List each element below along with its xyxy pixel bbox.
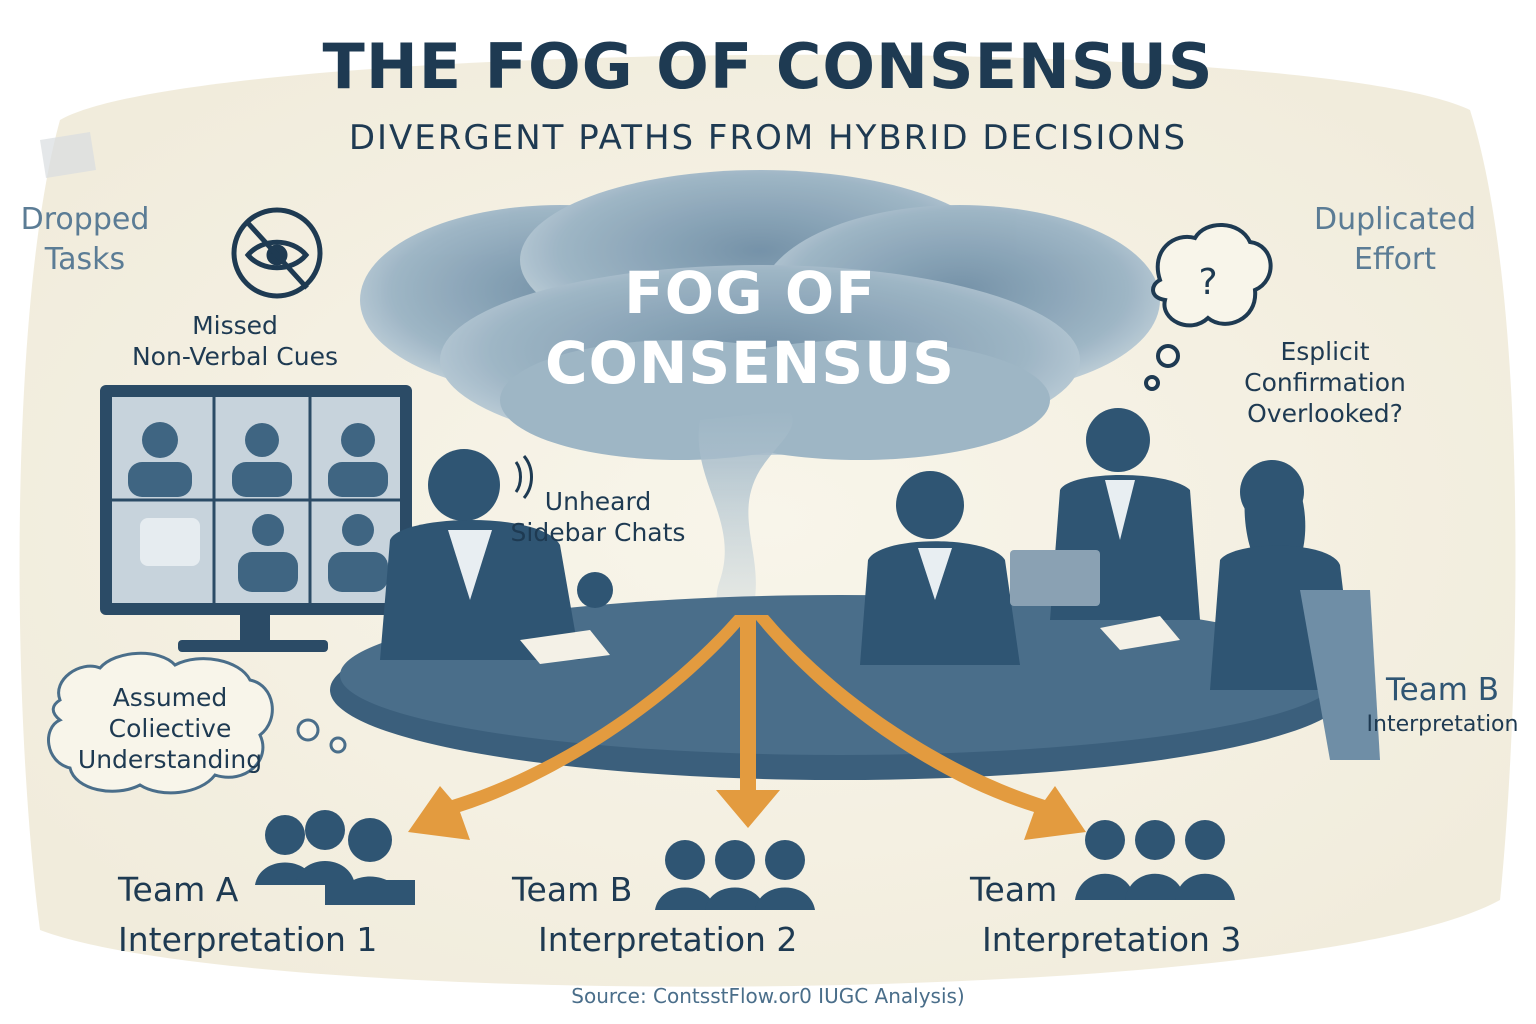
dropped-line1: Dropped xyxy=(20,202,150,237)
team-a-name: Team A xyxy=(118,870,239,909)
team-b-label: Team B Interpretation 2 xyxy=(512,865,832,965)
missed-line2: Non-Verbal Cues xyxy=(131,342,338,371)
missed-cues-label: Missed Non-Verbal Cues xyxy=(105,310,365,372)
fog-label-line1: FOG OF xyxy=(624,259,876,327)
team-a-label: Team A Interpretation 1 xyxy=(118,865,418,965)
sidebar-line1: Unheard xyxy=(544,487,652,516)
sound-wave-icon xyxy=(514,455,533,499)
team-a-interpretation: Interpretation 1 xyxy=(118,920,378,959)
sidebar-chats-label: Unheard Sidebar Chats xyxy=(498,486,698,548)
team-b-interpretation: Interpretation 2 xyxy=(538,920,798,959)
side-team-label: Team B Interpretation xyxy=(1355,670,1530,740)
sidebar-line2: Sidebar Chats xyxy=(510,518,686,547)
people-group-icon xyxy=(255,810,1235,910)
fog-label: FOG OF CONSENSUS xyxy=(470,258,1030,398)
fog-cloud xyxy=(360,170,1160,628)
fog-label-line2: CONSENSUS xyxy=(545,329,955,397)
duplicated-line1: Duplicated xyxy=(1314,202,1476,237)
paper-sheets-decoration xyxy=(40,132,96,178)
divergent-arrows xyxy=(408,615,1086,840)
meeting-participants xyxy=(380,408,1380,760)
assumed-understanding-label: Assumed Coliective Understanding xyxy=(50,682,290,775)
side-team-name: Team B xyxy=(1385,672,1500,708)
assumed-line2: Coliective xyxy=(108,714,232,743)
source-caption: Source: ContsstFlow.or0 IUGC Analysis) xyxy=(571,984,965,1008)
confirmation-label: Esplicit Confirmation Overlooked? xyxy=(1215,336,1435,429)
thought-bubble-icon xyxy=(1144,223,1273,391)
assumed-line1: Assumed xyxy=(112,683,228,712)
side-team-sub: Interpretation xyxy=(1366,712,1519,737)
eye-slash-icon xyxy=(231,207,323,299)
dropped-tasks-label: Dropped Tasks xyxy=(0,200,170,280)
page-subtitle: DIVERGENT PATHS FROM HYBRID DECISIONS xyxy=(348,118,1188,158)
page-title: THE FOG OF CONSENSUS xyxy=(322,30,1214,103)
assumed-line3: Understanding xyxy=(77,745,263,774)
team-c-name: Team xyxy=(970,870,1058,909)
team-c-interpretation: Interpretation 3 xyxy=(982,920,1242,959)
dropped-line2: Tasks xyxy=(44,242,126,277)
video-call-monitor xyxy=(100,385,412,652)
confirm-line3: Overlooked? xyxy=(1247,399,1403,428)
question-mark: ? xyxy=(1198,262,1218,303)
assumed-thought-bubble xyxy=(47,651,347,795)
team-c-label: Team Interpretation 3 xyxy=(970,865,1290,965)
duplicated-line2: Effort xyxy=(1353,242,1437,277)
missed-line1: Missed xyxy=(192,311,278,340)
team-b-name: Team B xyxy=(512,870,633,909)
duplicated-effort-label: Duplicated Effort xyxy=(1300,200,1490,280)
confirm-line2: Confirmation xyxy=(1244,368,1406,397)
confirm-line1: Esplicit xyxy=(1280,337,1370,366)
